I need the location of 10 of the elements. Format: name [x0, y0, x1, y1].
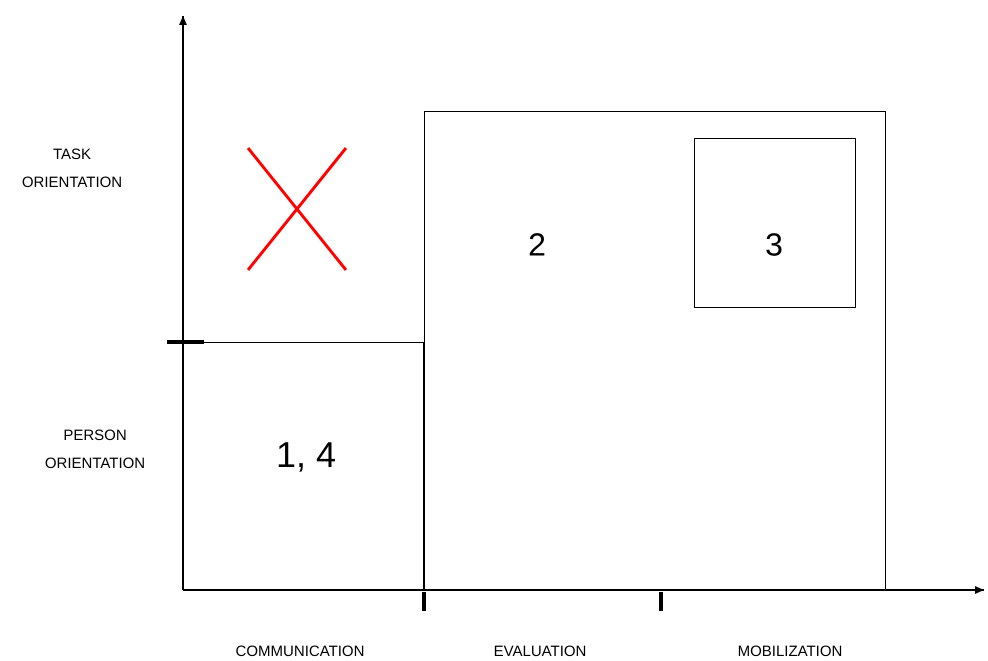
box-number: 3 [765, 226, 783, 264]
box-number: 2 [528, 226, 546, 264]
axis-label: PERSON ORIENTATION [44, 426, 146, 474]
axis-label: COMMUNICATION [234, 642, 366, 661]
axis-label: MOBILIZATION [736, 642, 844, 661]
quadrant-box [424, 111, 886, 590]
quadrant-box [694, 138, 856, 308]
axis-label: EVALUATION [492, 642, 588, 661]
axis-label: TASK ORIENTATION [20, 145, 124, 193]
box-number: 1, 4 [276, 434, 336, 476]
